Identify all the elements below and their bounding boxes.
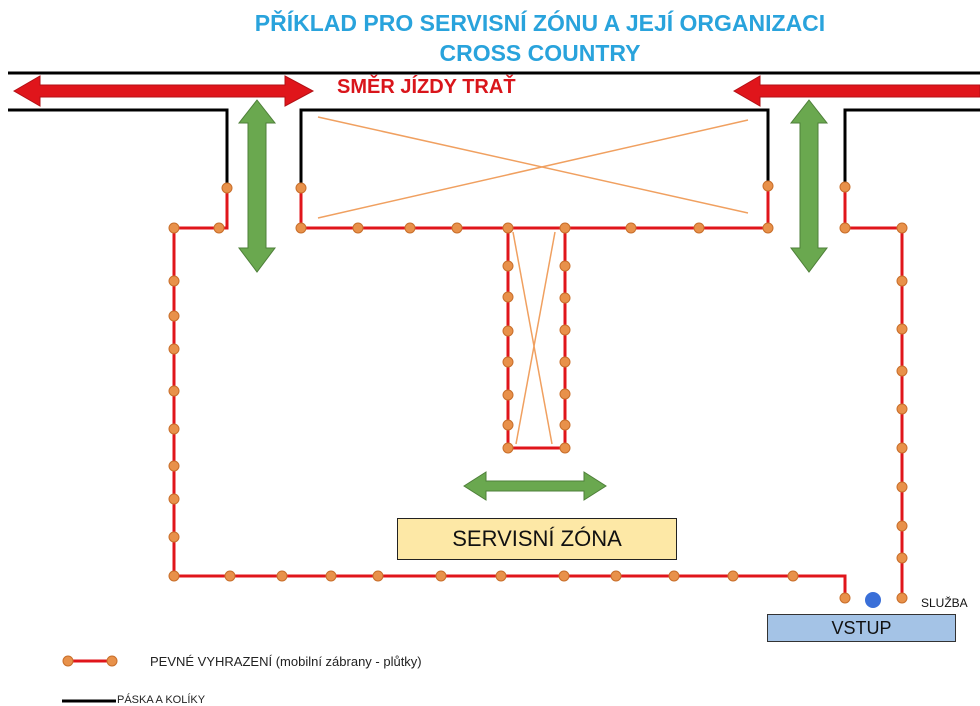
title-line-1: PŘÍKLAD PRO SERVISNÍ ZÓNU A JEJÍ ORGANIZ…	[254, 10, 826, 36]
direction-label: SMĚR JÍZDY TRAŤ	[337, 76, 516, 98]
flow-arrow-horizontal	[463, 471, 607, 501]
legend-fixed-barrier-label: PEVNÉ VYHRAZENÍ (mobilní zábrany - plůtk…	[150, 654, 422, 669]
restricted-area-cross-top	[317, 116, 749, 219]
entry-box: VSTUP	[767, 614, 956, 642]
service-zone-box: SERVISNÍ ZÓNA	[397, 518, 677, 560]
track-tape-right	[843, 108, 980, 187]
legend-tape-label: PÁSKA A KOLÍKY	[117, 694, 206, 706]
title-line-2: CROSS COUNTRY	[439, 40, 641, 66]
diagram-title: PŘÍKLAD PRO SERVISNÍ ZÓNU A JEJÍ ORGANIZ…	[0, 8, 980, 68]
service-label: SLUŽBA	[921, 596, 968, 610]
restricted-area-cross-stem	[512, 231, 556, 445]
service-marker-dot	[865, 592, 881, 608]
barrier-posts	[168, 180, 908, 604]
direction-arrow-right	[732, 75, 980, 107]
track-tape-left	[8, 108, 229, 188]
movement-arrow-right	[789, 99, 829, 273]
legend-fixed-barrier-symbol	[62, 655, 118, 667]
track-tape-center	[299, 108, 770, 188]
direction-arrow-left	[12, 75, 315, 107]
movement-arrow-left	[237, 99, 277, 273]
